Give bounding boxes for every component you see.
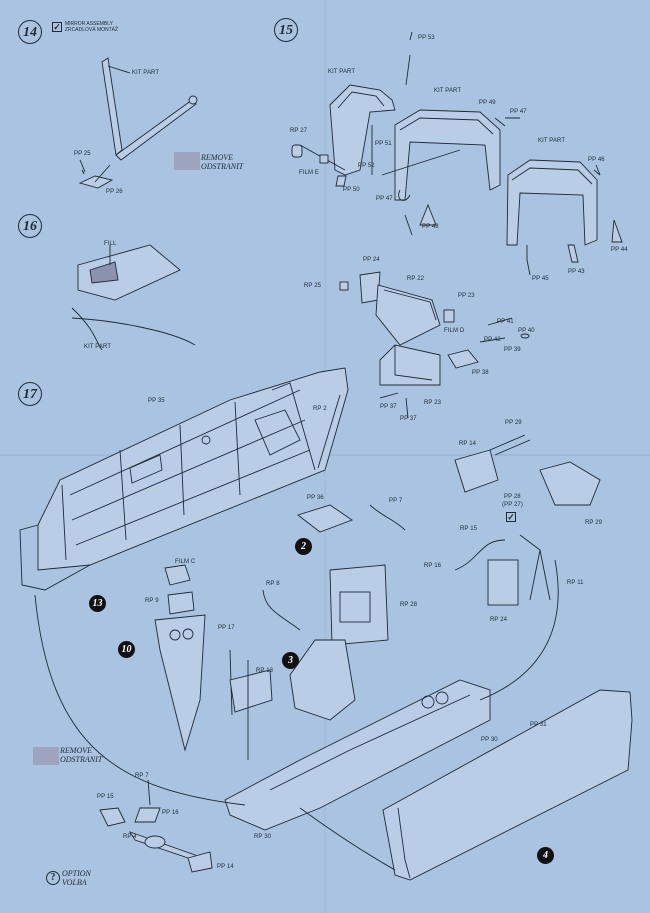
label-pp39: PP 39 [504, 347, 521, 353]
label-rp14: RP 14 [459, 441, 477, 447]
label-pp46: PP 46 [588, 157, 605, 163]
label-film-d: FILM D [444, 328, 465, 334]
label-rp30: RP 30 [254, 834, 272, 840]
subassembly-marker-4: 4 [537, 847, 554, 864]
label-pp26: PP 26 [106, 189, 123, 195]
label-pp36: PP 36 [307, 495, 324, 501]
label-rp15: RP 15 [460, 526, 478, 532]
step-number-15: 15 [274, 18, 298, 42]
step17-assembly-parts [154, 434, 601, 760]
remove-swatch-17 [33, 747, 59, 765]
label-rp29: RP 29 [585, 520, 603, 526]
option-note: OPTION VOLBA [62, 869, 91, 887]
label-rp25: RP 25 [304, 283, 322, 289]
step-number-16: 16 [18, 214, 42, 238]
label-pp48: PP 48 [422, 224, 439, 230]
label-pp7: PP 7 [389, 498, 403, 504]
label-rp2: RP 2 [313, 406, 327, 412]
label-film-e: FILM E [299, 170, 319, 176]
mirror-assembly-line2: ZRCADLOVÁ MONTÁŽ [65, 27, 119, 33]
label-rp13: RP 13 [256, 668, 274, 674]
mirror-assembly-check-icon: ✓ [52, 22, 62, 32]
label-pp30: PP 30 [481, 737, 498, 743]
step14-strut [78, 57, 198, 189]
label-pp37a: PP 37 [380, 404, 397, 410]
label-pp35: PP 35 [148, 398, 165, 404]
label-pp15: PP 15 [97, 794, 114, 800]
label-pp53: PP 53 [418, 35, 435, 41]
option-text: OPTION [62, 869, 91, 878]
odstranit-text-17: ODSTRANIT [60, 755, 103, 764]
label-pp37b: PP 37 [400, 416, 417, 422]
label-pp41: PP 41 [497, 319, 514, 325]
mirror-assembly-line1: MIRROR ASSEMBLY [65, 21, 113, 27]
label-rp22: RP 22 [407, 276, 425, 282]
label-pp47b: PP 47 [510, 109, 527, 115]
label-kit-part-15c: KIT PART [538, 138, 566, 144]
remove-text-14: REMOVE [201, 153, 233, 162]
label-pp27: (PP 27) [502, 502, 523, 508]
label-rp24: RP 24 [490, 617, 508, 623]
step-number-17: 17 [18, 382, 42, 406]
odstranit-text-14: ODSTRANIT [201, 162, 244, 171]
label-pp44: PP 44 [611, 247, 628, 253]
label-rp23: RP 23 [424, 400, 442, 406]
label-kit-part-16: KIT PART [84, 344, 112, 350]
label-pp28: PP 28 [504, 494, 521, 500]
subassembly-marker-3: 3 [282, 652, 299, 669]
remove-note-14: REMOVE ODSTRANIT [201, 153, 243, 171]
step-number-14: 14 [18, 20, 42, 44]
label-pp51: PP 51 [375, 141, 392, 147]
label-rp16: RP 16 [424, 563, 442, 569]
label-film-c: FILM C [175, 559, 196, 565]
remove-note-17: REMOVE ODSTRANIT [60, 746, 102, 764]
label-rp28: RP 28 [400, 602, 418, 608]
subassembly-marker-13: 13 [89, 595, 106, 612]
step15-canopy-frames [291, 31, 623, 276]
label-rp4: RP 4 [123, 834, 137, 840]
label-kit-part-15a: KIT PART [328, 69, 356, 75]
option-icon: ? [46, 871, 60, 885]
label-kit-part-15b: KIT PART [434, 88, 462, 94]
label-pp52: PP 52 [358, 163, 375, 169]
label-pp17: PP 17 [218, 625, 235, 631]
label-pp42: PP 42 [484, 337, 501, 343]
pp28-check-icon: ✓ [506, 512, 516, 522]
label-pp16: PP 16 [162, 810, 179, 816]
label-kit-part-14: KIT PART [132, 70, 160, 76]
step17-floor [34, 559, 633, 881]
label-pp24: PP 24 [363, 257, 380, 263]
step17-small-parts [339, 271, 530, 419]
label-pp49: PP 49 [479, 100, 496, 106]
label-pp23: PP 23 [458, 293, 475, 299]
mirror-assembly-label: MIRROR ASSEMBLY ZRCADLOVÁ MONTÁŽ [65, 21, 118, 33]
label-rp8: RP 8 [266, 581, 280, 587]
label-pp14: PP 14 [217, 864, 234, 870]
label-pp31: PP 31 [530, 722, 547, 728]
label-pp40: PP 40 [518, 328, 535, 334]
remove-text-17: REMOVE [60, 746, 92, 755]
volba-text: VOLBA [62, 878, 87, 887]
remove-swatch-14 [174, 152, 200, 170]
label-rp27: RP 27 [290, 128, 308, 134]
label-fill: FILL [104, 241, 117, 247]
label-pp25: PP 25 [74, 151, 91, 157]
step17-cockpit-wall [19, 367, 349, 591]
label-rp7: RP 7 [135, 773, 149, 779]
label-pp47a: PP 47 [376, 196, 393, 202]
subassembly-marker-2: 2 [295, 538, 312, 555]
label-pp43: PP 43 [568, 269, 585, 275]
label-rp9: RP 9 [145, 598, 159, 604]
label-pp45: PP 45 [532, 276, 549, 282]
step17-pedal-parts [99, 779, 213, 873]
label-rp11: RP 11 [567, 580, 584, 586]
step16-wing [71, 244, 196, 351]
label-pp50: PP 50 [343, 187, 360, 193]
subassembly-marker-10: 10 [118, 641, 135, 658]
label-pp29: PP 29 [505, 420, 522, 426]
label-pp38: PP 38 [472, 370, 489, 376]
